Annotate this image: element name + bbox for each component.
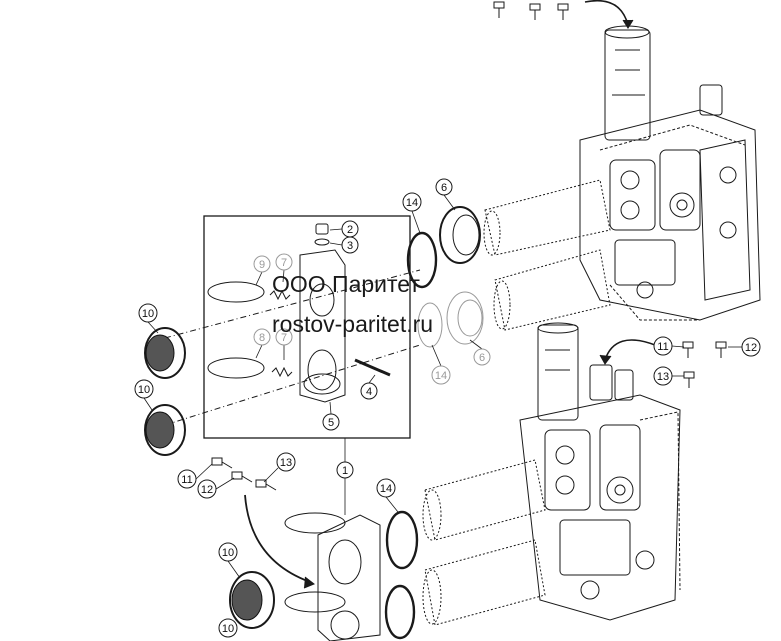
- callout-label: 10: [222, 547, 234, 559]
- left-caps: [144, 327, 275, 629]
- callout-label: 9: [259, 259, 265, 271]
- callout-label: 13: [280, 457, 292, 469]
- callout-8: 8: [253, 328, 271, 346]
- callout-7a: 7: [275, 253, 293, 271]
- upper-spool-cylinders: [483, 179, 611, 331]
- callout-label: 8: [259, 332, 265, 344]
- callouts: 2 3 9 8 7 7 4 5 1 6 6 14 14 14 10 10 10 …: [134, 178, 761, 638]
- top-bolts: [493, 0, 634, 29]
- callout-4: 4: [360, 382, 378, 400]
- callout-label: 7: [281, 257, 287, 269]
- callout-10a: 10: [138, 303, 158, 323]
- callout-label: 10: [142, 308, 154, 320]
- callout-7b: 7: [275, 328, 293, 346]
- inset-detail-box: [164, 215, 421, 439]
- callout-13b: 13: [653, 366, 673, 386]
- upper-seal-rings: [406, 206, 484, 348]
- callout-label: 11: [181, 474, 192, 486]
- callout-13a: 13: [276, 452, 296, 472]
- callout-11b: 11: [653, 336, 673, 356]
- callout-label: 14: [380, 483, 392, 495]
- upper-valve-assembly: [579, 25, 761, 321]
- watermark-site: rostov-paritet.ru: [272, 311, 434, 337]
- callout-label: 7: [281, 332, 287, 344]
- leader-lines: [143, 194, 742, 579]
- callout-label: 14: [406, 197, 418, 209]
- callout-3: 3: [341, 236, 359, 254]
- callout-10d: 10: [218, 618, 238, 638]
- callout-label: 12: [201, 484, 213, 496]
- lower-center-assembly: [284, 510, 419, 641]
- callout-label: 6: [441, 182, 447, 194]
- lower-valve-assembly: [519, 322, 681, 621]
- callout-14b: 14: [431, 365, 451, 385]
- callout-label: 5: [328, 417, 334, 429]
- callout-14a: 14: [402, 192, 422, 212]
- callout-12a: 12: [197, 479, 217, 499]
- right-bolts: [599, 339, 727, 388]
- callout-label: 12: [745, 342, 757, 354]
- callout-label: 11: [657, 341, 668, 353]
- callout-11a: 11: [177, 469, 197, 489]
- callout-label: 6: [479, 352, 485, 364]
- callout-label: 1: [342, 465, 348, 477]
- callout-6a: 6: [435, 178, 453, 196]
- callout-2: 2: [341, 220, 359, 238]
- watermark-company: ООО Паритет: [272, 271, 420, 297]
- callout-10b: 10: [134, 379, 154, 399]
- callout-label: 13: [657, 371, 669, 383]
- callout-1: 1: [336, 461, 354, 479]
- callout-label: 4: [366, 386, 372, 398]
- callout-5: 5: [322, 413, 340, 431]
- callout-label: 3: [347, 240, 353, 252]
- callout-10c: 10: [218, 542, 238, 562]
- callout-12b: 12: [741, 337, 761, 357]
- lower-spool-cylinders: [422, 459, 546, 626]
- lower-left-bolts: [211, 457, 315, 589]
- callout-label: 2: [347, 224, 353, 236]
- callout-label: 10: [222, 623, 234, 635]
- callout-label: 10: [138, 384, 150, 396]
- callout-label: 14: [435, 370, 447, 382]
- callout-6b: 6: [473, 348, 491, 366]
- callout-14c: 14: [376, 478, 396, 498]
- callout-9: 9: [253, 255, 271, 273]
